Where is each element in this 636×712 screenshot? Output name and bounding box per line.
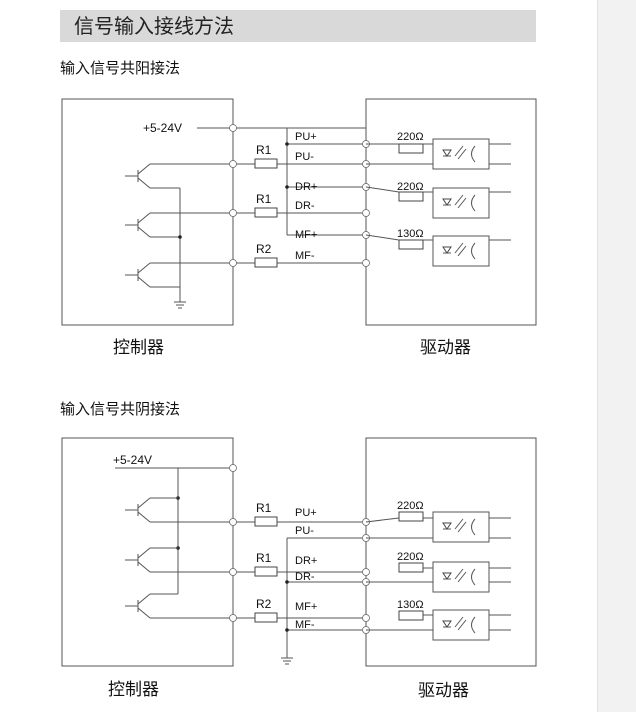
cathode-term-pu-minus: PU- <box>295 525 314 537</box>
svg-text:130Ω: 130Ω <box>397 599 424 611</box>
cathode-driver-label: 驱动器 <box>418 681 469 701</box>
cathode-ground-icon <box>281 657 293 665</box>
cathode-supply-label: +5-24V <box>113 453 152 467</box>
cathode-controller-label: 控制器 <box>108 680 159 700</box>
anode-resistor-r1-pulse <box>254 158 278 169</box>
cathode-resistor-r2-enable <box>254 612 278 623</box>
cathode-resistor-r1-pulse <box>254 516 278 527</box>
anode-term-pu-plus: PU+ <box>295 131 317 143</box>
anode-opto-channel-3: 130Ω <box>365 228 511 267</box>
cathode-term-mf-minus: MF- <box>295 619 315 631</box>
cathode-r-label-2: R1 <box>256 551 272 565</box>
cathode-opto-channel-1: 220Ω <box>365 500 511 543</box>
anode-resistor-r2-enable <box>254 257 278 268</box>
anode-r-label-3: R2 <box>256 242 272 256</box>
side-panel <box>597 0 636 712</box>
cathode-controller-box <box>61 437 234 667</box>
cathode-term-pu-plus: PU+ <box>295 507 317 519</box>
anode-term-dr-plus: DR+ <box>295 181 317 193</box>
svg-text:220Ω: 220Ω <box>397 131 424 143</box>
anode-r-label-2: R1 <box>256 192 272 206</box>
anode-transistor-1 <box>125 163 151 189</box>
cathode-r-label-3: R2 <box>256 597 272 611</box>
anode-opto-channel-2: 220Ω <box>365 181 511 219</box>
cathode-transistor-2 <box>125 547 178 573</box>
anode-transistor-2 <box>125 212 151 238</box>
anode-controller-box <box>61 98 234 326</box>
cathode-term-dr-plus: DR+ <box>295 555 317 567</box>
svg-text:220Ω: 220Ω <box>397 500 424 512</box>
svg-text:220Ω: 220Ω <box>397 551 424 563</box>
anode-ground-icon <box>174 301 186 309</box>
anode-resistor-r1-dir <box>254 207 278 218</box>
anode-term-mf-plus: MF+ <box>295 229 317 241</box>
cathode-opto-channel-3: 130Ω <box>366 599 511 641</box>
anode-diagram-title: 输入信号共阳接法 <box>60 59 181 77</box>
cathode-transistor-1 <box>125 497 178 523</box>
section-heading: 信号输入接线方法 <box>60 10 536 42</box>
cathode-term-dr-minus: DR- <box>295 571 315 583</box>
cathode-transistor-3 <box>125 590 179 619</box>
cathode-resistor-r1-dir <box>254 566 278 577</box>
anode-term-dr-minus: DR- <box>295 200 315 212</box>
cathode-diagram-title: 输入信号共阴接法 <box>60 400 181 418</box>
anode-term-pu-minus: PU- <box>295 151 314 163</box>
document-page: 信号输入接线方法 输入信号共阳接法 +5-24V R1 R1 R2 <box>60 10 537 701</box>
anode-supply-label: +5-24V <box>143 121 182 135</box>
anode-opto-channel-1: 220Ω <box>366 131 511 170</box>
svg-text:220Ω: 220Ω <box>397 181 424 193</box>
svg-text:130Ω: 130Ω <box>397 228 424 240</box>
cathode-wiring-diagram: +5-24V <box>61 437 537 701</box>
anode-term-mf-minus: MF- <box>295 250 315 262</box>
anode-transistor-3 <box>125 262 151 288</box>
cathode-opto-channel-2: 220Ω <box>366 551 511 593</box>
anode-r-label-1: R1 <box>256 143 272 157</box>
anode-driver-label: 驱动器 <box>420 338 471 358</box>
cathode-term-mf-plus: MF+ <box>295 601 317 613</box>
anode-wiring-diagram: +5-24V R1 R1 R2 <box>61 98 537 358</box>
anode-controller-label: 控制器 <box>113 338 164 358</box>
cathode-r-label-1: R1 <box>256 501 272 515</box>
